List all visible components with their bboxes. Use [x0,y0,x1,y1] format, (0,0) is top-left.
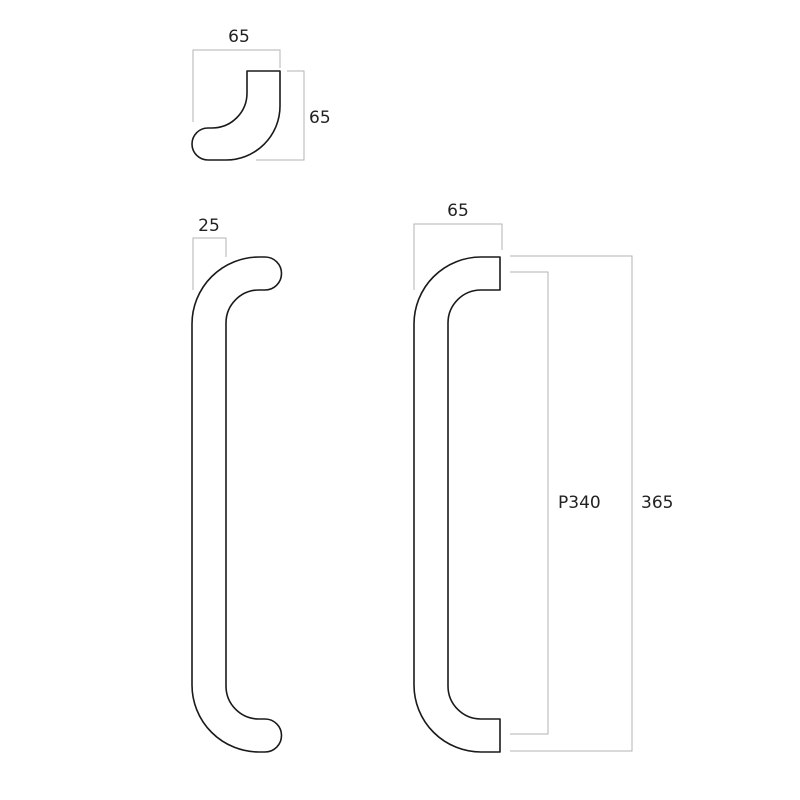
handle-front-view: 65 P340 365 [413,201,673,753]
handle-side-view: 25 [191,216,283,753]
rod-diameter-dimension [192,237,227,290]
rod-diameter-label: 25 [198,216,220,236]
leg-detail-view: 65 65 [191,27,331,161]
centres-dimension [510,271,549,735]
centres-label: P340 [558,493,601,513]
leg-detail-outline [191,70,281,161]
detail-height-label: 65 [309,108,331,128]
projection-dimension [413,223,503,290]
front-view-outline [413,256,501,753]
projection-label: 65 [447,201,469,221]
detail-width-label: 65 [228,27,250,47]
overall-length-dimension [510,255,633,752]
overall-length-label: 365 [641,493,673,513]
side-view-outline [191,256,283,753]
detail-height-dimension [256,70,305,161]
detail-width-dimension [192,49,281,122]
